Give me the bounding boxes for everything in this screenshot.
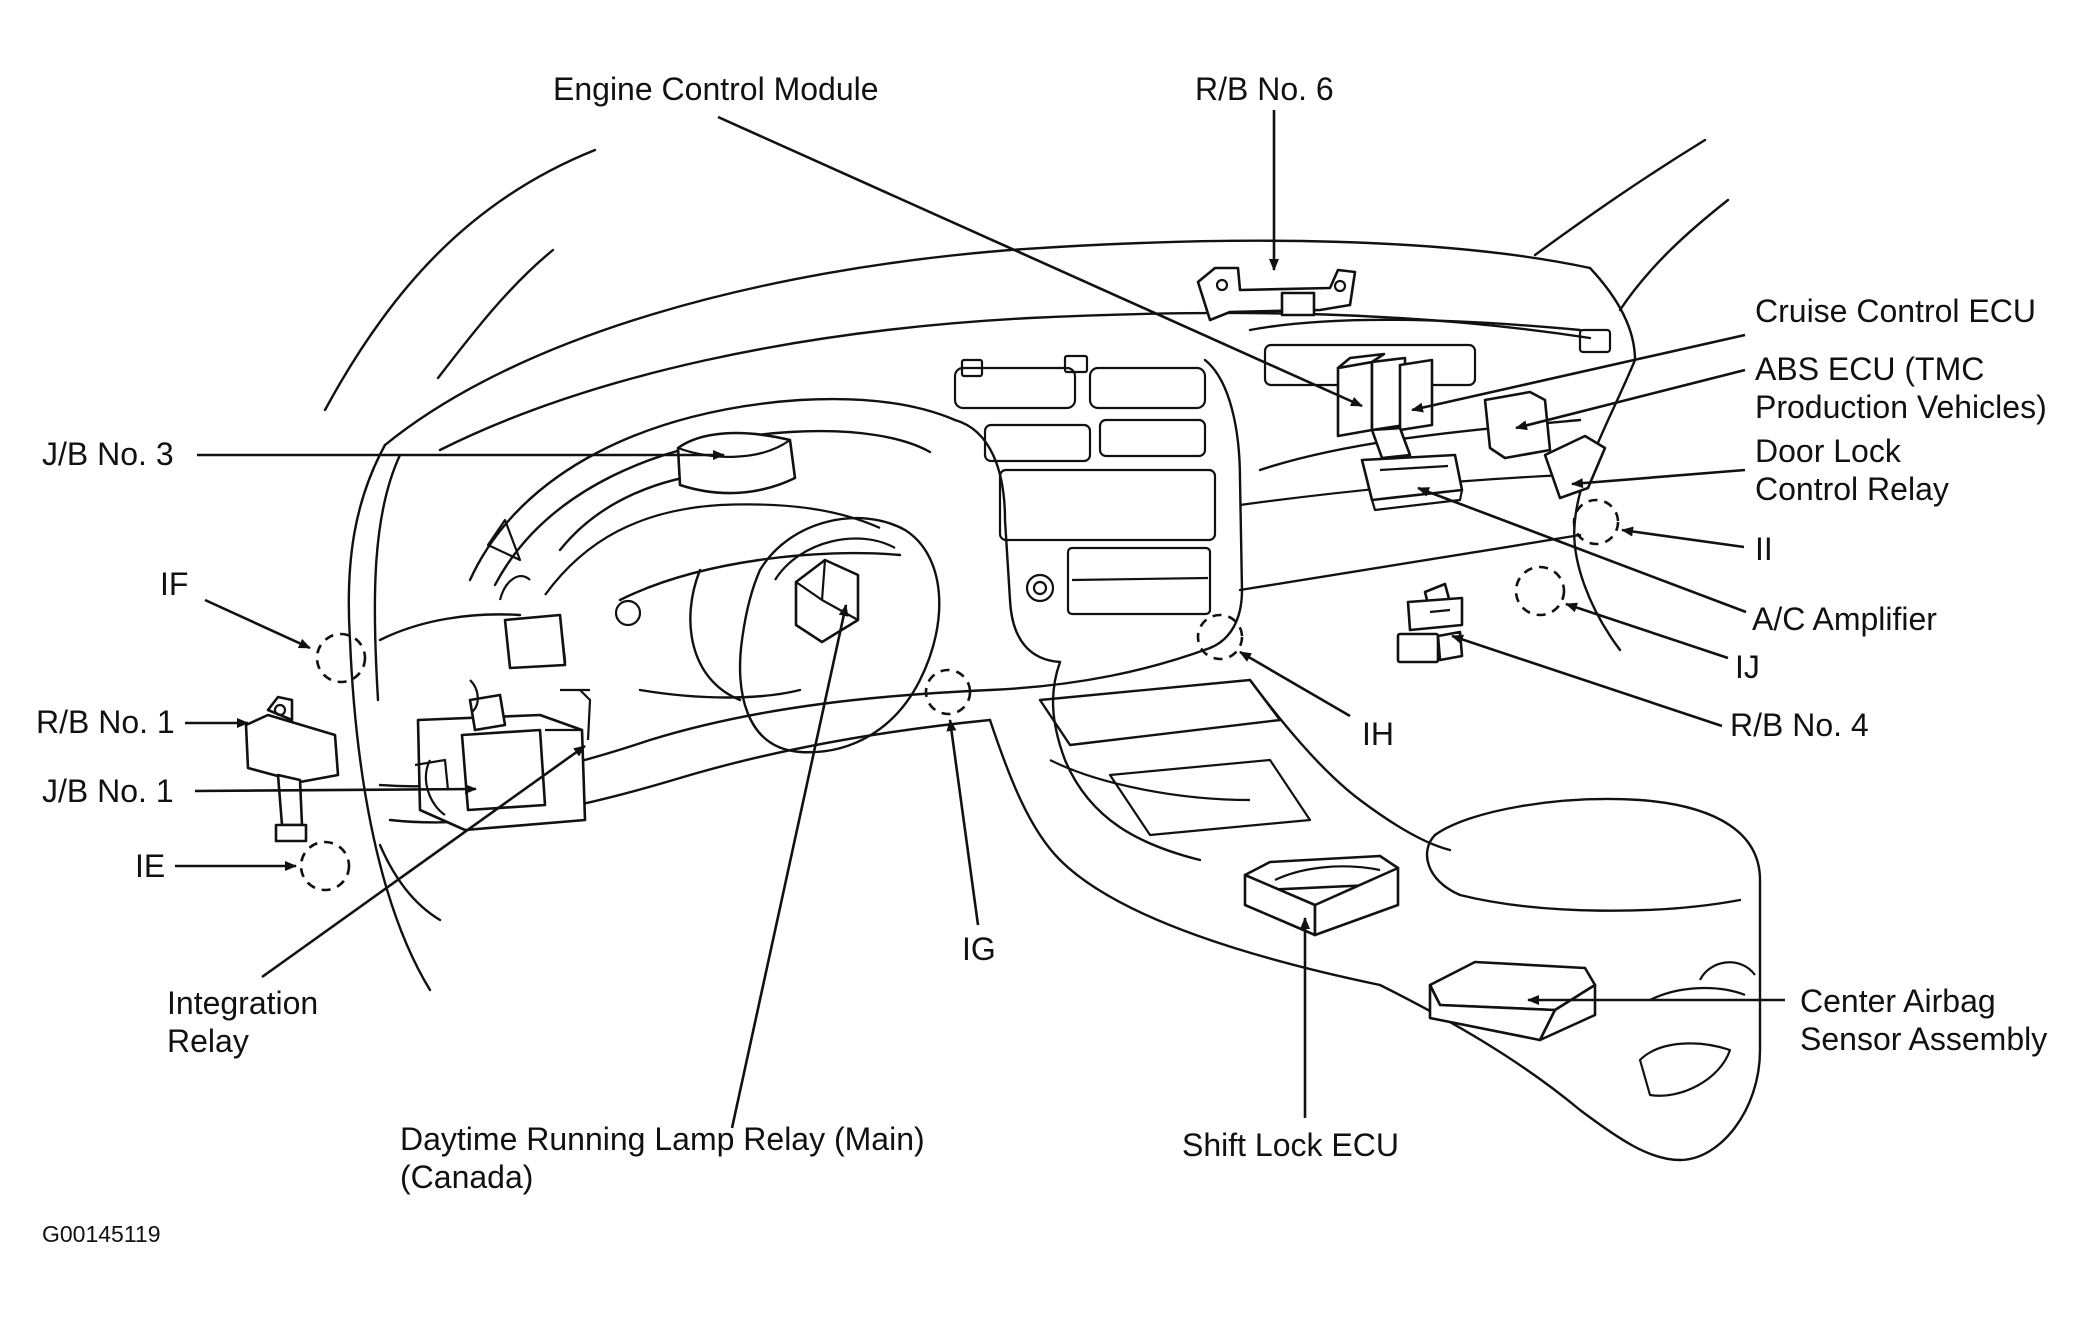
label-abs-ecu-line1: ABS ECU (TMC	[1755, 351, 1984, 387]
leader-ih	[1239, 650, 1351, 718]
leader-ig	[946, 719, 980, 926]
label-drl-relay-line2: (Canada)	[400, 1159, 533, 1195]
component-center-airbag-sensor	[1428, 960, 1597, 1042]
connector-circle-ih	[1196, 613, 1244, 661]
component-rb-no6	[1196, 266, 1357, 322]
label-door-lock-line1: Door Lock	[1755, 433, 1902, 469]
leader-ii	[1621, 526, 1745, 549]
component-rb-no4	[1396, 582, 1464, 664]
component-shift-lock-ecu	[1243, 854, 1400, 937]
leader-jb-no1	[194, 784, 477, 795]
connector-circle-ij	[1514, 565, 1566, 617]
leader-integration-relay	[261, 744, 586, 979]
label-center-airbag-line2: Sensor Assembly	[1800, 1021, 2047, 1057]
connector-circle-ii	[1572, 498, 1620, 546]
component-rb-no1	[244, 695, 340, 843]
leader-abs-ecu	[1515, 368, 1746, 431]
label-engine-control-module: Engine Control Module	[553, 71, 879, 107]
leader-ac-amplifier	[1417, 486, 1747, 614]
label-cruise-control-ecu: Cruise Control ECU	[1755, 293, 2036, 329]
label-ac-amplifier: A/C Amplifier	[1752, 601, 1937, 637]
label-jb-no3: J/B No. 3	[42, 436, 174, 472]
label-ih: IH	[1362, 716, 1394, 752]
component-engine-control-module	[1336, 352, 1407, 438]
label-rb-no6: R/B No. 6	[1195, 71, 1334, 107]
label-jb-no1: J/B No. 1	[42, 773, 174, 809]
figure-code: G00145119	[42, 1221, 161, 1247]
label-if: IF	[160, 566, 188, 602]
connector-circle-ie	[299, 840, 351, 892]
leader-lines	[175, 110, 1785, 1129]
label-rb-no1: R/B No. 1	[36, 704, 175, 740]
leader-door-lock-relay	[1571, 468, 1746, 489]
connector-circle-ig	[924, 668, 972, 716]
leader-ij	[1565, 602, 1729, 660]
label-door-lock-line2: Control Relay	[1755, 471, 1949, 507]
label-ii: II	[1755, 531, 1773, 567]
component-abs-ecu	[1483, 390, 1552, 460]
label-ig: IG	[962, 931, 996, 967]
label-drl-relay-line1: Daytime Running Lamp Relay (Main)	[400, 1121, 925, 1157]
labels: Engine Control Module R/B No. 6 Cruise C…	[36, 71, 2047, 1247]
component-cruise-control-ecu	[1370, 358, 1434, 460]
label-center-airbag-line1: Center Airbag	[1800, 983, 1996, 1019]
leader-if	[204, 598, 311, 650]
connector-circles	[299, 498, 1620, 892]
label-shift-lock-ecu: Shift Lock ECU	[1182, 1127, 1399, 1163]
label-integration-relay-line2: Relay	[167, 1023, 249, 1059]
component-jb-no3	[676, 431, 797, 495]
component-jb-no1	[414, 613, 592, 832]
label-integration-relay-line1: Integration	[167, 985, 318, 1021]
component-ac-amplifier	[1360, 453, 1464, 512]
dashboard-outline	[323, 138, 1762, 1162]
label-ij: IJ	[1735, 649, 1760, 685]
label-abs-ecu-line2: Production Vehicles)	[1755, 389, 2047, 425]
leader-drl-relay	[730, 604, 849, 1129]
connector-circle-if	[315, 632, 367, 684]
component-drl-relay	[794, 558, 860, 644]
component-door-lock-relay	[1543, 434, 1607, 500]
leader-engine-control-module	[717, 115, 1363, 408]
label-rb-no4: R/B No. 4	[1730, 707, 1869, 743]
leader-rb-no4	[1451, 634, 1723, 728]
label-ie: IE	[135, 848, 165, 884]
leader-cruise-control-ecu	[1411, 333, 1746, 413]
